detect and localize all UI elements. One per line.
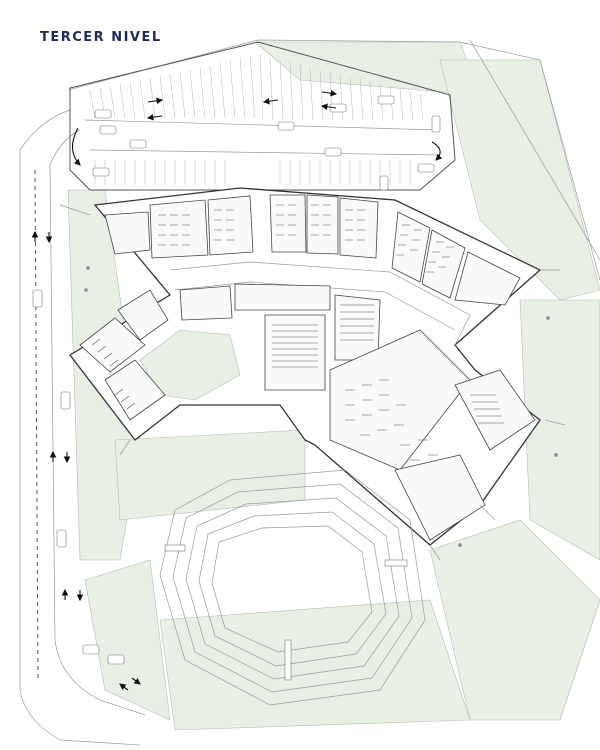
parking-arrow-turn [431, 141, 443, 161]
classroom-n4 [269, 194, 307, 253]
lab-room [454, 369, 536, 451]
classroom-n2 [149, 199, 209, 259]
amphitheater-entry-2 [384, 559, 408, 567]
car-parked-5 [277, 121, 295, 131]
reading-room [394, 454, 486, 541]
lecture-hall-seating [340, 304, 374, 341]
classroom-w1 [79, 317, 146, 373]
classroom-n3 [207, 195, 254, 256]
road-west [19, 109, 146, 746]
car-road-1 [32, 289, 43, 308]
traffic-arrow-7 [119, 683, 129, 691]
car-road-4 [82, 644, 100, 655]
green-area-south [159, 599, 471, 731]
classroom-n6 [339, 197, 379, 259]
classroom-w3 [117, 289, 169, 341]
site-boundary [67, 39, 600, 281]
auditorium [264, 314, 326, 391]
parking-arrow-2 [146, 113, 163, 121]
site-context [67, 39, 600, 731]
car-parked-9 [431, 115, 441, 133]
classroom-w2 [104, 359, 166, 421]
car-parked-7 [329, 103, 347, 113]
classroom-n5 [306, 194, 339, 255]
amphitheater-stage [211, 525, 373, 653]
amphitheater-entry-1 [164, 544, 186, 552]
site-road-edge-east [469, 39, 600, 261]
car-parked-11 [417, 163, 435, 173]
car-parked-4 [92, 167, 110, 177]
parking-arrow-1 [147, 97, 164, 105]
desk-grid-west [91, 338, 136, 410]
lab-seating [470, 394, 504, 424]
car-parked-1 [94, 109, 112, 119]
car-road-2 [60, 391, 71, 410]
parking-arrow-turn-2 [71, 127, 81, 166]
classrooms-west-wing [79, 289, 169, 421]
amphitheater [159, 469, 426, 706]
parking-arrow-5 [320, 103, 337, 111]
car-parked-6 [324, 147, 342, 157]
parking-lot [69, 41, 456, 191]
classroom-n8 [421, 229, 466, 299]
desk-grid-north [158, 204, 454, 273]
central-block [179, 283, 381, 391]
green-area-east-lower [519, 299, 600, 561]
amphitheater-entry-3 [284, 639, 292, 681]
traffic-arrow-8 [131, 677, 141, 685]
service-rooms [234, 283, 331, 311]
green-area-southwest [84, 559, 171, 721]
library-tables [345, 379, 458, 491]
car-parked-10 [379, 175, 389, 191]
courtyard-green-west [114, 429, 306, 521]
office-block [179, 285, 233, 321]
classroom-n7 [391, 211, 431, 283]
car-road-5 [107, 654, 125, 665]
amphitheater-ring-3 [185, 497, 400, 680]
grid-axes [59, 204, 566, 561]
amphitheater-ring-outer [159, 469, 426, 706]
car-road-3 [56, 529, 67, 548]
car-parked-8 [377, 95, 395, 105]
classroom-n9 [454, 251, 521, 306]
classroom-n1 [104, 211, 151, 255]
auditorium-seating [272, 324, 318, 368]
southeast-wing [329, 329, 536, 541]
amphitheater-ring-4 [198, 511, 387, 667]
green-area-east [439, 59, 600, 301]
car-parked-3 [129, 139, 147, 149]
classrooms-north-wing [104, 194, 521, 306]
car-parked-2 [99, 125, 117, 135]
parking-arrow-3 [262, 97, 279, 105]
parking-arrow-4 [321, 89, 338, 97]
plan-title: TERCER NIVEL [40, 30, 162, 45]
circulation-corridor [169, 261, 471, 346]
green-area-southeast [429, 519, 600, 721]
